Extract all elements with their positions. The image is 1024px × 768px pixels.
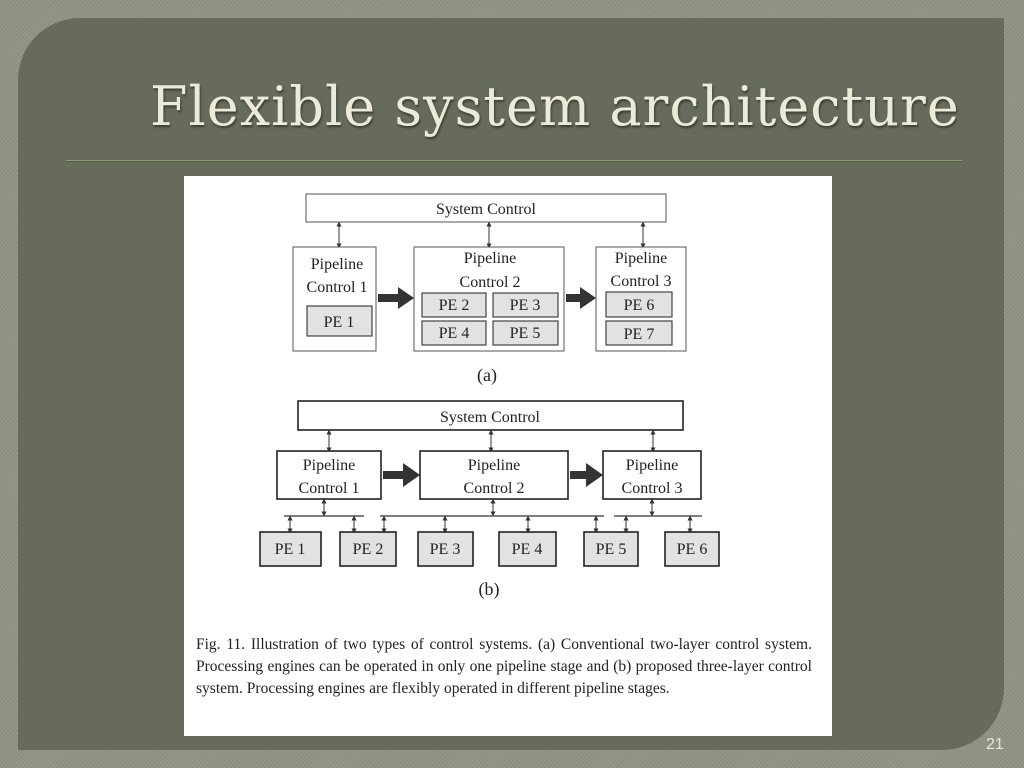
pe-label-a-3: PE 3: [510, 297, 541, 314]
pe-box-a-1: [306, 305, 373, 337]
pipeline-control-1-box-b: [276, 450, 382, 500]
diagram-b: System Control Pipeline Control 1 Pipeli…: [259, 400, 720, 600]
pipeline-control-3-line2-a: Control 3: [611, 273, 672, 290]
flow-arrow: [566, 287, 596, 309]
pe-box-b-4: [498, 531, 557, 567]
diagram-a-label: (a): [477, 365, 497, 386]
pe-box-b-6: [664, 531, 720, 567]
pipeline-control-2-line2-b: Control 2: [464, 480, 525, 497]
pe-label-b-5: PE 5: [596, 541, 627, 558]
pe-label-b-4: PE 4: [512, 541, 543, 558]
pe-box-a-7: [605, 320, 673, 346]
pe-label-a-4: PE 4: [439, 325, 470, 342]
pe-box-b-2: [339, 531, 397, 567]
pipeline-control-1-line2-a: Control 1: [307, 279, 368, 296]
pipeline-control-1-line1-a: Pipeline: [311, 256, 363, 273]
pipeline-control-1-line2-b: Control 1: [299, 480, 360, 497]
pipeline-control-3-line1-a: Pipeline: [615, 250, 667, 267]
pipeline-control-2-line2-a: Control 2: [460, 274, 521, 291]
diagram-a: System Control Pipeline Control 1 PE 1 P…: [292, 193, 687, 386]
pe-box-a-5: [492, 320, 559, 346]
flow-arrow: [383, 463, 420, 487]
figure-caption: Fig. 11. Illustration of two types of co…: [196, 636, 812, 697]
title-divider: [66, 160, 962, 162]
pe-box-a-3: [492, 292, 559, 318]
pe-label-b-2: PE 2: [353, 541, 384, 558]
pipeline-control-2-box-b: [419, 450, 569, 500]
system-control-box-a: [305, 193, 667, 223]
pe-box-a-4: [421, 320, 487, 346]
system-control-label-b: System Control: [440, 409, 541, 426]
pe-label-b-1: PE 1: [275, 541, 306, 558]
flow-arrow: [570, 463, 603, 487]
diagram-b-label: (b): [479, 579, 500, 600]
figure-image: System Control Pipeline Control 1 PE 1 P…: [184, 176, 832, 736]
control-system-diagram: System Control Pipeline Control 1 PE 1 P…: [259, 193, 720, 600]
pipeline-control-1-line1-b: Pipeline: [303, 457, 355, 474]
pe-label-b-3: PE 3: [430, 541, 461, 558]
pe-label-a-1: PE 1: [324, 314, 355, 331]
pe-label-a-2: PE 2: [439, 297, 470, 314]
pipeline-control-3-line1-b: Pipeline: [626, 457, 678, 474]
pe-box-b-5: [583, 531, 639, 567]
pipeline-control-2-line1-a: Pipeline: [464, 250, 516, 267]
pe-label-a-5: PE 5: [510, 325, 541, 342]
pe-box-a-2: [421, 292, 487, 318]
pe-label-a-6: PE 6: [624, 297, 655, 314]
pe-box-b-3: [417, 531, 474, 567]
pe-box-a-6: [605, 291, 673, 318]
pipeline-control-2-line1-b: Pipeline: [468, 457, 520, 474]
slide-number: 21: [986, 736, 1004, 753]
pe-label-a-7: PE 7: [624, 326, 655, 343]
pipeline-control-3-line2-b: Control 3: [622, 480, 683, 497]
slide-title: Flexible system architecture: [150, 75, 960, 138]
pe-label-b-6: PE 6: [677, 541, 708, 558]
system-control-label-a: System Control: [436, 201, 537, 218]
pe-box-b-1: [259, 531, 322, 567]
flow-arrow: [378, 287, 414, 309]
